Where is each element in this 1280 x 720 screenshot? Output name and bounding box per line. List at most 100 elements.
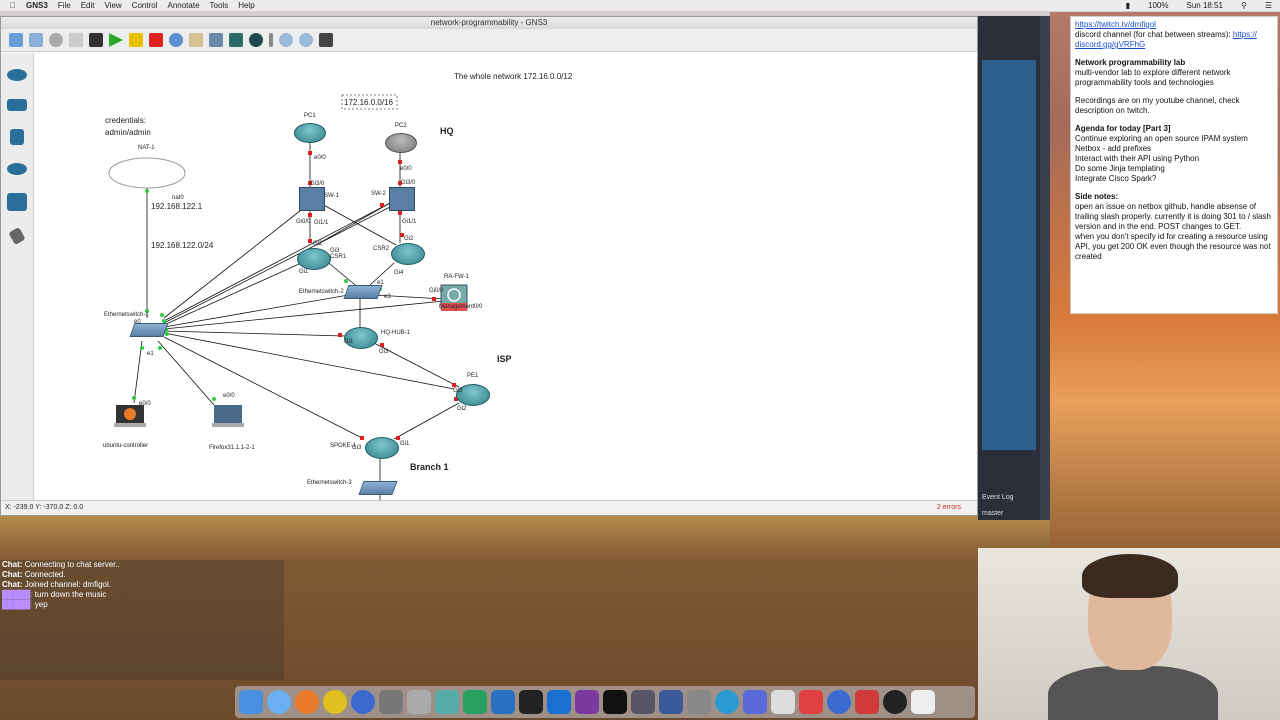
clock[interactable]: Sun 18:51	[1186, 1, 1223, 10]
network-icon[interactable]	[435, 690, 459, 714]
gns3-window: network-programmability - GNS3	[0, 16, 978, 516]
routers-category-icon[interactable]	[7, 69, 27, 81]
menu-list-icon[interactable]: ☰	[1264, 1, 1272, 10]
pc1-node[interactable]	[294, 123, 326, 143]
menu-file[interactable]: File	[51, 1, 71, 10]
pe1-label: PE1	[467, 373, 479, 379]
sw2-node[interactable]	[389, 187, 415, 211]
tools-icon[interactable]	[687, 690, 711, 714]
safari-icon[interactable]	[267, 690, 291, 714]
end-devices-category-icon[interactable]	[10, 129, 24, 145]
add-link-icon[interactable]	[8, 226, 26, 246]
pc2-node[interactable]	[385, 133, 417, 153]
onenote-icon[interactable]	[575, 690, 599, 714]
search-icon[interactable]: ⚲	[1240, 1, 1247, 10]
insert-picture-icon[interactable]	[209, 33, 223, 47]
spoke1-node[interactable]	[365, 437, 399, 459]
show-interface-labels-icon[interactable]	[69, 33, 83, 47]
draw-rectangle-icon[interactable]	[229, 33, 243, 47]
gns3-dock-icon[interactable]	[659, 690, 683, 714]
twitch-link[interactable]: https://twitch.tv/dmfigol	[1075, 20, 1156, 29]
obs-icon[interactable]	[883, 690, 907, 714]
menu-help[interactable]: Help	[232, 1, 254, 10]
menu-tools[interactable]: Tools	[203, 1, 229, 10]
reload-all-icon[interactable]	[169, 33, 183, 47]
ethernetswitch1-node[interactable]	[129, 323, 169, 337]
menu-control[interactable]: Control	[125, 1, 158, 10]
zone-branch1-label: Branch 1	[410, 462, 449, 472]
screenshot-icon[interactable]	[319, 33, 333, 47]
start-all-icon[interactable]	[109, 33, 123, 47]
switches-category-icon[interactable]	[7, 99, 27, 111]
ethernetswitch3-node[interactable]	[358, 481, 398, 495]
draw-ellipse-icon[interactable]	[249, 33, 263, 47]
flashcard-icon[interactable]	[799, 690, 823, 714]
more-icon[interactable]	[269, 33, 273, 47]
menu-app-name[interactable]: GNS3	[20, 1, 48, 10]
outlook-icon[interactable]	[547, 690, 571, 714]
nat-node-label: NAT-1	[138, 145, 155, 151]
discord-link-part1[interactable]: https://	[1232, 30, 1257, 39]
keychain-icon[interactable]	[407, 690, 431, 714]
terminal-icon[interactable]	[603, 690, 627, 714]
sw1-node[interactable]	[299, 187, 325, 211]
browser-icon[interactable]	[351, 690, 375, 714]
atom-icon[interactable]	[463, 690, 487, 714]
pe1-node[interactable]	[456, 384, 490, 406]
sw2-label: SW-2	[371, 191, 386, 197]
firefox-icon[interactable]	[295, 690, 319, 714]
hqhub1-node[interactable]	[344, 327, 378, 349]
port-label: Gi2	[404, 236, 414, 242]
port-label: Gi1/1	[314, 220, 329, 226]
snapshot-icon[interactable]	[49, 33, 63, 47]
console-icon[interactable]	[89, 33, 103, 47]
pycharm-icon[interactable]	[519, 690, 543, 714]
menu-annotate[interactable]: Annotate	[161, 1, 199, 10]
vscode-icon[interactable]	[491, 690, 515, 714]
menu-view[interactable]: View	[98, 1, 121, 10]
automator-icon[interactable]	[911, 690, 935, 714]
topology-canvas[interactable]: The whole network 172.16.0.0/12 172.16.0…	[34, 53, 972, 511]
port-label: nat0	[172, 195, 184, 201]
discord-icon[interactable]	[743, 690, 767, 714]
messenger-icon[interactable]	[827, 690, 851, 714]
cursor-coordinates: X: -239.0 Y: -370.0 Z: 0.0	[5, 504, 84, 511]
all-devices-category-icon[interactable]	[7, 193, 27, 211]
system-preferences-icon[interactable]	[379, 690, 403, 714]
zoom-out-icon[interactable]	[299, 33, 313, 47]
slack-icon[interactable]	[771, 690, 795, 714]
errors-indicator[interactable]: 2 errors	[936, 504, 961, 511]
event-log-tab[interactable]: Event Log	[982, 494, 1014, 501]
discord-link-part2[interactable]: discord.gg/gVRFhG	[1075, 40, 1146, 49]
chat-message: Chat: Connected.	[2, 570, 66, 579]
apple-icon[interactable]: 	[10, 1, 16, 10]
zoom-in-icon[interactable]	[279, 33, 293, 47]
rafw-label: RA-FW-1	[444, 274, 469, 280]
csr2-node[interactable]	[391, 243, 425, 265]
git-branch[interactable]: master	[982, 510, 1004, 517]
zone-isp-label: ISP	[497, 354, 512, 364]
chrome-icon[interactable]	[323, 690, 347, 714]
new-project-icon[interactable]	[9, 33, 23, 47]
stop-all-icon[interactable]	[149, 33, 163, 47]
dock	[235, 686, 975, 718]
telegram-icon[interactable]	[715, 690, 739, 714]
battery-icon[interactable]: ▮	[1125, 1, 1131, 10]
credentials-label: credentials:	[105, 116, 146, 125]
security-devices-category-icon[interactable]	[7, 163, 27, 175]
ide-side-toolbar[interactable]	[1040, 16, 1050, 520]
menu-edit[interactable]: Edit	[74, 1, 95, 10]
port-label: e1	[377, 280, 384, 286]
finder-icon[interactable]	[239, 690, 263, 714]
es3-label: Ethernetswitch-3	[307, 480, 352, 486]
todoist-icon[interactable]	[855, 690, 879, 714]
side-note: when you don't specify id for creating a…	[1075, 232, 1271, 261]
open-project-icon[interactable]	[29, 33, 43, 47]
preview-icon[interactable]	[631, 690, 655, 714]
add-note-icon[interactable]	[189, 33, 203, 47]
port-label: e1	[147, 351, 154, 357]
suspend-all-icon[interactable]	[129, 33, 143, 47]
csr1-node[interactable]	[297, 248, 331, 270]
ethernetswitch2-node[interactable]	[343, 285, 383, 299]
ide-project-panel[interactable]	[982, 60, 1036, 450]
